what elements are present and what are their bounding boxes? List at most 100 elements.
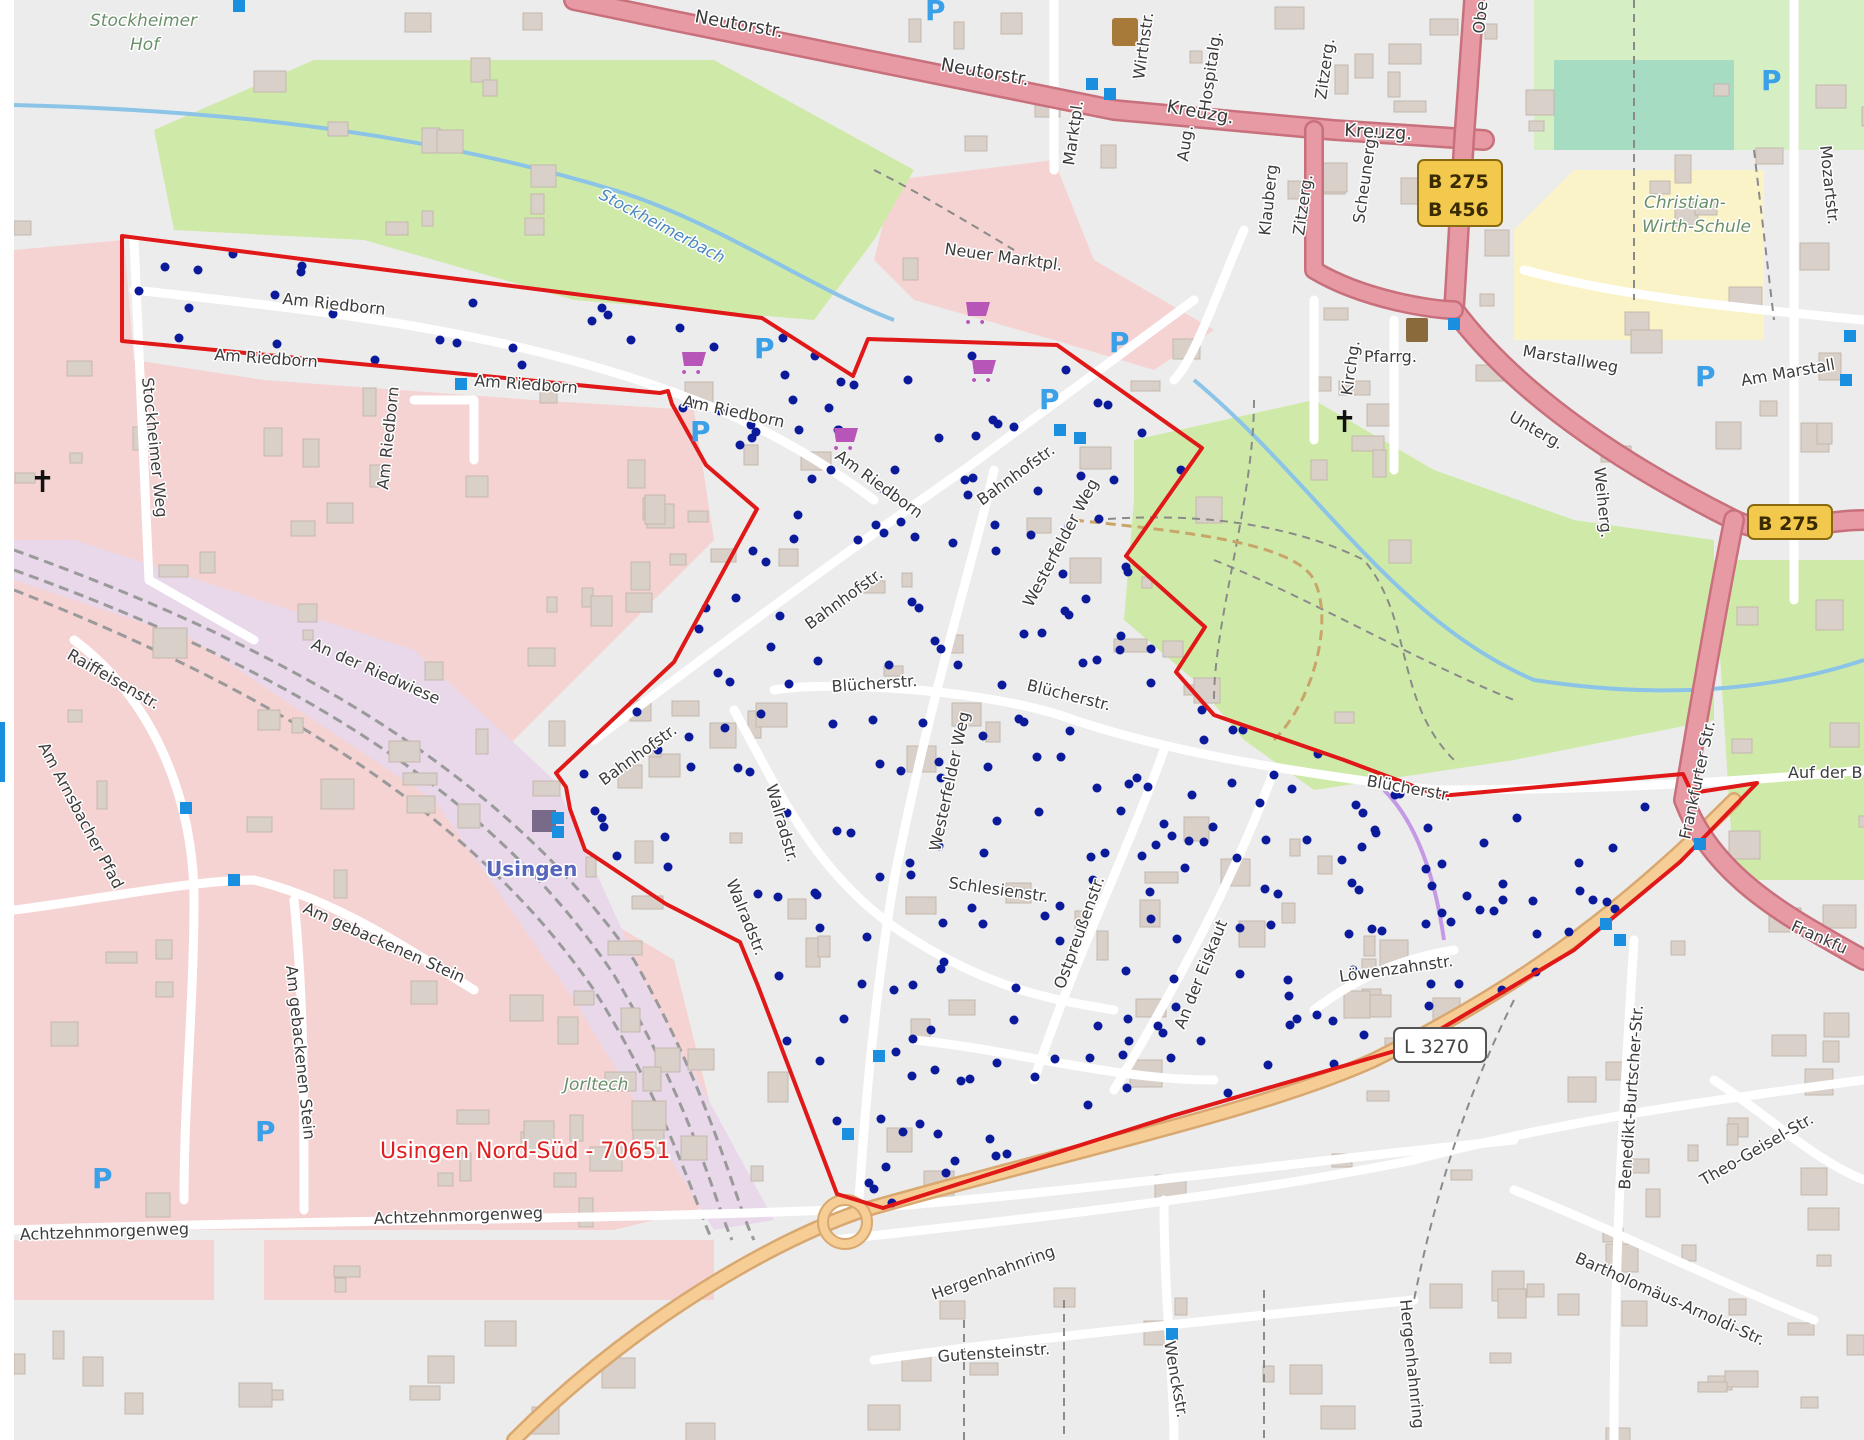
building [1526, 1283, 1545, 1298]
address-point [1223, 1088, 1233, 1098]
building [1479, 293, 1495, 307]
building [369, 464, 386, 488]
address-point [1137, 851, 1147, 861]
address-points-layer [134, 249, 1650, 1208]
building [253, 70, 287, 93]
address-point [1030, 1072, 1040, 1082]
address-point [906, 870, 916, 880]
address-point [1172, 934, 1182, 944]
building [569, 1114, 584, 1142]
building [1815, 84, 1847, 109]
address-point [1146, 678, 1156, 688]
address-point [1427, 881, 1437, 891]
building [326, 502, 354, 524]
address-point [1261, 835, 1271, 845]
building [1818, 352, 1842, 381]
address-point [934, 433, 944, 443]
bus-stop-icon [233, 0, 245, 12]
building [553, 1172, 577, 1188]
building [1670, 940, 1686, 956]
address-point [1088, 875, 1098, 885]
parking-icons: P P P P P P P P P [92, 0, 1782, 1195]
address-point [953, 660, 963, 670]
address-point [794, 425, 804, 435]
bus-stop-icon [1086, 78, 1098, 90]
building [67, 709, 83, 723]
building [1069, 557, 1102, 584]
building [66, 360, 93, 377]
address-point [1146, 914, 1156, 924]
address-point [930, 636, 940, 646]
bus-stop-icon [228, 874, 240, 886]
building [948, 999, 976, 1016]
bus-stop-icon [1104, 88, 1116, 100]
route-badge-l3270: L 3270 [1393, 1027, 1487, 1063]
address-point [709, 342, 719, 352]
building [302, 438, 320, 468]
address-point [857, 979, 867, 989]
address-point [1283, 975, 1293, 985]
address-point [907, 1071, 917, 1081]
parking-icon: P [1039, 383, 1060, 416]
building [475, 728, 489, 755]
address-point [1034, 807, 1044, 817]
railway-area [14, 540, 774, 1230]
address-point [1078, 658, 1088, 668]
address-point [1357, 842, 1367, 852]
building [152, 627, 188, 659]
building [1387, 71, 1401, 98]
address-point [1255, 798, 1265, 808]
region-label: Usingen Nord-Süd - 70651 [380, 1139, 670, 1164]
bus-stop-icon [552, 826, 564, 838]
townhall-icon [1406, 318, 1428, 342]
address-point [160, 262, 170, 272]
address-point [1033, 486, 1043, 496]
building [1100, 144, 1117, 169]
address-point [910, 532, 920, 542]
address-point [1344, 929, 1354, 939]
address-point [1423, 823, 1433, 833]
address-point [756, 709, 766, 719]
address-point [597, 303, 607, 313]
building [410, 980, 438, 1005]
address-point [1235, 969, 1245, 979]
building [406, 795, 436, 814]
building [1274, 6, 1305, 30]
address-point [720, 723, 730, 733]
address-point [587, 316, 597, 326]
address-point [1019, 629, 1029, 639]
address-point [1227, 778, 1237, 788]
building [1096, 930, 1109, 961]
address-point [508, 343, 518, 353]
building [155, 981, 174, 998]
address-point [853, 535, 863, 545]
building [886, 1127, 913, 1153]
address-point [1158, 1028, 1168, 1038]
map-canvas[interactable]: P P P P P P P P P ✝ ✝ [14, 0, 1864, 1440]
address-point [1086, 852, 1096, 862]
address-point [193, 265, 203, 275]
address-point [1124, 1036, 1134, 1046]
building [1334, 64, 1349, 95]
building [1310, 459, 1328, 481]
address-point [603, 310, 613, 320]
address-point [1528, 896, 1538, 906]
address-point [992, 1058, 1002, 1068]
building [82, 1356, 104, 1387]
building [291, 717, 304, 734]
building [530, 193, 545, 215]
church-icon: ✝ [1332, 405, 1357, 440]
address-point [435, 335, 445, 345]
address-point [1475, 905, 1485, 915]
address-point [993, 419, 1003, 429]
map-view[interactable]: P P P P P P P P P ✝ ✝ [14, 0, 1864, 1440]
building [902, 257, 919, 281]
address-point [731, 593, 741, 603]
address-point [807, 474, 817, 484]
building [1694, 199, 1718, 216]
building [1528, 120, 1545, 132]
building [951, 702, 982, 727]
building [69, 452, 83, 464]
address-point [985, 1134, 995, 1144]
building [1450, 1169, 1473, 1181]
